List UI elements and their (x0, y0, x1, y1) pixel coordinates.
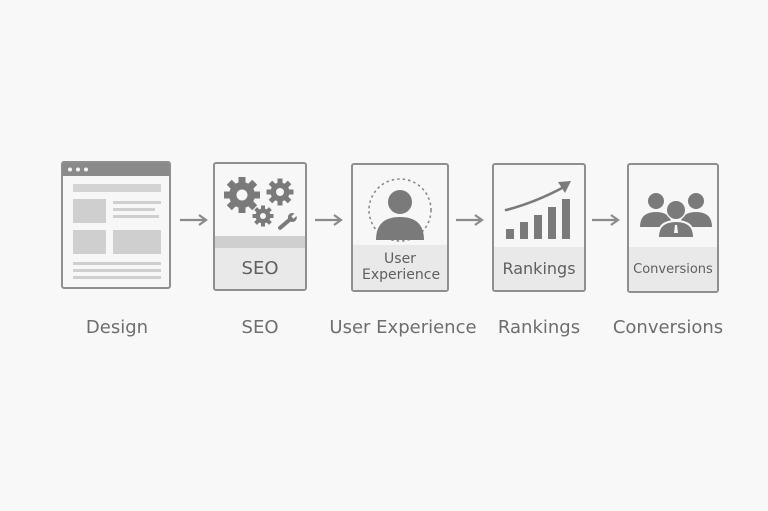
browser-wireframe-icon (63, 163, 169, 279)
user-group-icon (640, 193, 712, 237)
gears-wrench-icon (224, 177, 298, 230)
caption-rankings: Rankings (497, 317, 581, 338)
design-box (61, 161, 171, 289)
conversions-box-text: Conversions (633, 261, 713, 277)
conversions-box: Conversions (627, 163, 719, 293)
seo-box-divider (215, 236, 305, 248)
bar-chart-trend-icon (504, 181, 571, 239)
seo-box-text: SEO (241, 258, 279, 279)
rankings-box: Rankings (492, 163, 586, 292)
ux-box-band: User Experience (353, 245, 447, 290)
ux-box-text: User Experience (362, 250, 441, 283)
seo-box: SEO (213, 162, 307, 291)
rankings-box-band: Rankings (494, 247, 584, 290)
conversions-box-band: Conversions (629, 247, 717, 291)
caption-user-experience: User Experience (329, 317, 477, 338)
arrow-right-icon (592, 214, 620, 226)
ux-box: User Experience (351, 163, 449, 292)
arrow-right-icon (315, 214, 343, 226)
arrow-right-icon (180, 214, 208, 226)
seo-box-band: SEO (215, 248, 305, 289)
caption-conversions: Conversions (612, 317, 724, 338)
user-avatar-icon (368, 178, 432, 242)
caption-seo: SEO (241, 317, 279, 338)
caption-design: Design (85, 317, 149, 338)
rankings-box-text: Rankings (502, 259, 576, 278)
arrow-right-icon (456, 214, 484, 226)
